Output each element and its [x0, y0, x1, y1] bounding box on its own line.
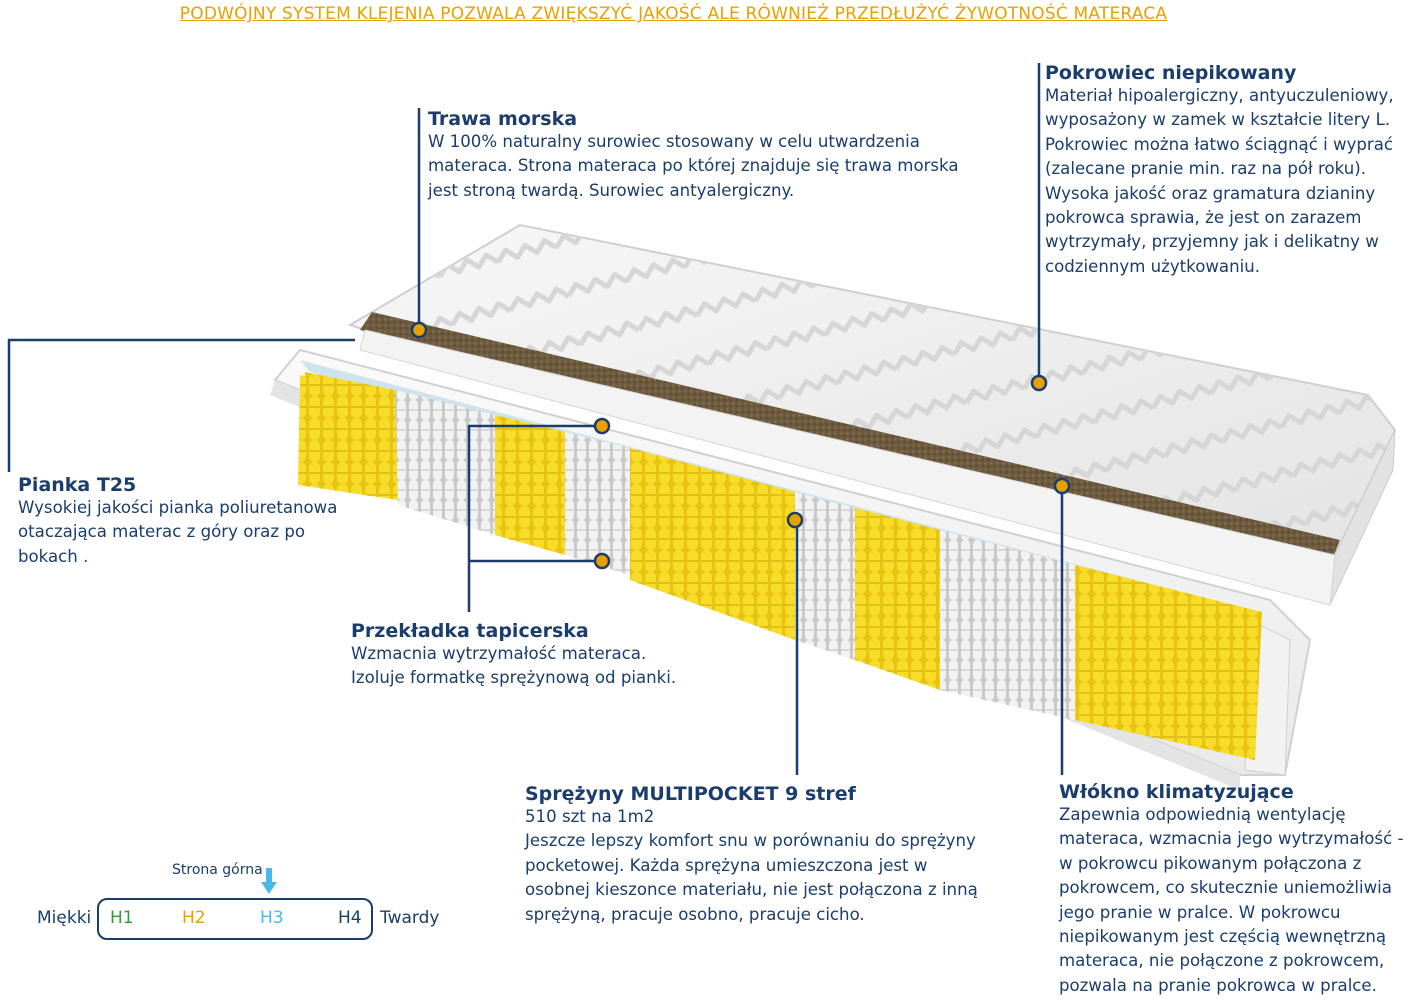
- callout-dot-pianka: [593, 552, 611, 570]
- trawa-morska-title: Trawa morska: [428, 108, 578, 130]
- pokrowiec-line: codziennym użytkowaniu.: [1045, 256, 1261, 276]
- pianka-line: bokach .: [18, 546, 89, 566]
- hard-label: Twardy: [380, 908, 440, 928]
- wlokno-callout: Włókno klimatyzujące Zapewnia odpowiedni…: [1059, 781, 1403, 998]
- pianka-line: Wysokiej jakości pianka poliuretanowa: [18, 498, 338, 517]
- pokrowiec-callout: Pokrowiec niepikowany Materiał hipoalerg…: [1045, 62, 1394, 279]
- sprezyny-line: osobnej kieszonce materiału, nie jest po…: [525, 880, 978, 900]
- wlokno-line: niepikowanym jest częścią wewnętrzną: [1059, 927, 1387, 947]
- callout-dot-pokrowiec: [1030, 374, 1048, 392]
- arrow-down-icon: [261, 868, 277, 894]
- callout-dot-wlokno: [1053, 477, 1071, 495]
- firmness-level-h1: H1: [110, 908, 134, 928]
- spring-zones: [298, 372, 1262, 760]
- wlokno-line: pokrowcem, co skutecznie uniemożliwia: [1059, 878, 1392, 898]
- wlokno-title: Włókno klimatyzujące: [1059, 781, 1294, 803]
- pokrowiec-line: pokrowca sprawia, że jest on zarazem: [1045, 208, 1362, 228]
- pokrowiec-title: Pokrowiec niepikowany: [1045, 62, 1297, 84]
- trawa-line: W 100% naturalny surowiec stosowany w ce…: [428, 132, 920, 151]
- trawa-line: materaca. Strona materaca po której znaj…: [428, 156, 959, 176]
- firmness-level-h2: H2: [182, 908, 206, 928]
- przekladka-line: Izoluje formatkę sprężynową od pianki.: [351, 668, 677, 688]
- pokrowiec-line: Wysoka jakość oraz gramatura dzianiny: [1045, 183, 1376, 203]
- callout-dot-sprezyny: [786, 511, 804, 529]
- wlokno-line: jego pranie w pralce. W pokrowcu: [1059, 902, 1341, 922]
- przekladka-callout: Przekładka tapicerska Wzmacnia wytrzymał…: [351, 620, 676, 691]
- top-side-label: Strona górna: [172, 862, 263, 878]
- wlokno-line: Zapewnia odpowiednią wentylację: [1059, 805, 1346, 824]
- sprezyny-line: sprężyną, pracuje osobno, pracuje cicho.: [525, 904, 865, 924]
- firmness-scale-box: [97, 898, 373, 940]
- sprezyny-line: pocketowej. Każda sprężyna umieszczona j…: [525, 855, 928, 875]
- przekladka-line: Wzmacnia wytrzymałość materaca.: [351, 644, 647, 663]
- callout-dots: [410, 321, 1071, 570]
- wlokno-line: materaca, nie połączone z pokrowcem,: [1059, 951, 1385, 971]
- wlokno-line: pozwala na pranie pokrowca w pralce.: [1059, 975, 1377, 995]
- przekladka-title: Przekładka tapicerska: [351, 620, 589, 642]
- callout-dot-trawa: [410, 321, 428, 339]
- sprezyny-title: Sprężyny MULTIPOCKET 9 stref: [525, 783, 856, 805]
- trawa-morska-callout: Trawa morska W 100% naturalny surowiec s…: [428, 108, 959, 203]
- firmness-level-h4: H4: [338, 908, 362, 928]
- sprezyny-callout: Sprężyny MULTIPOCKET 9 stref 510 szt na …: [525, 783, 978, 927]
- pokrowiec-line: Materiał hipoalergiczny, antyuczuleniowy…: [1045, 86, 1394, 105]
- pokrowiec-line: (zalecane pranie min. raz na pół roku).: [1045, 159, 1367, 179]
- pokrowiec-line: wyposażony w zamek w kształcie litery L.: [1045, 110, 1391, 130]
- callout-lines: [7, 63, 1064, 775]
- pianka-line: otaczająca materac z góry oraz po: [18, 522, 306, 542]
- wlokno-line: w pokrowcu pikowanym połączona z: [1059, 853, 1362, 873]
- sprezyny-line: 510 szt na 1m2: [525, 807, 655, 826]
- sprezyny-line: Jeszcze lepszy komfort snu w porównaniu …: [525, 831, 976, 851]
- banner-title: PODWÓJNY SYSTEM KLEJENIA POZWALA ZWIĘKSZ…: [179, 4, 1168, 24]
- firmness-level-h3: H3: [260, 908, 284, 928]
- callout-dot-przekladka: [593, 417, 611, 435]
- pokrowiec-line: Pokrowiec można łatwo ściągnąć i wyprać: [1045, 134, 1394, 154]
- pianka-callout: Pianka T25 Wysokiej jakości pianka poliu…: [18, 474, 337, 569]
- seagrass-layer: [360, 312, 1340, 560]
- pianka-title: Pianka T25: [18, 474, 137, 496]
- pokrowiec-line: wytrzymały, przyjemny jak i delikatny w: [1045, 232, 1379, 252]
- soft-label: Miękki: [37, 908, 92, 928]
- trawa-line: jest stroną twardą. Surowiec antyalergic…: [428, 180, 795, 200]
- wlokno-line: materaca, wzmacnia jego wytrzymałość -: [1059, 829, 1404, 849]
